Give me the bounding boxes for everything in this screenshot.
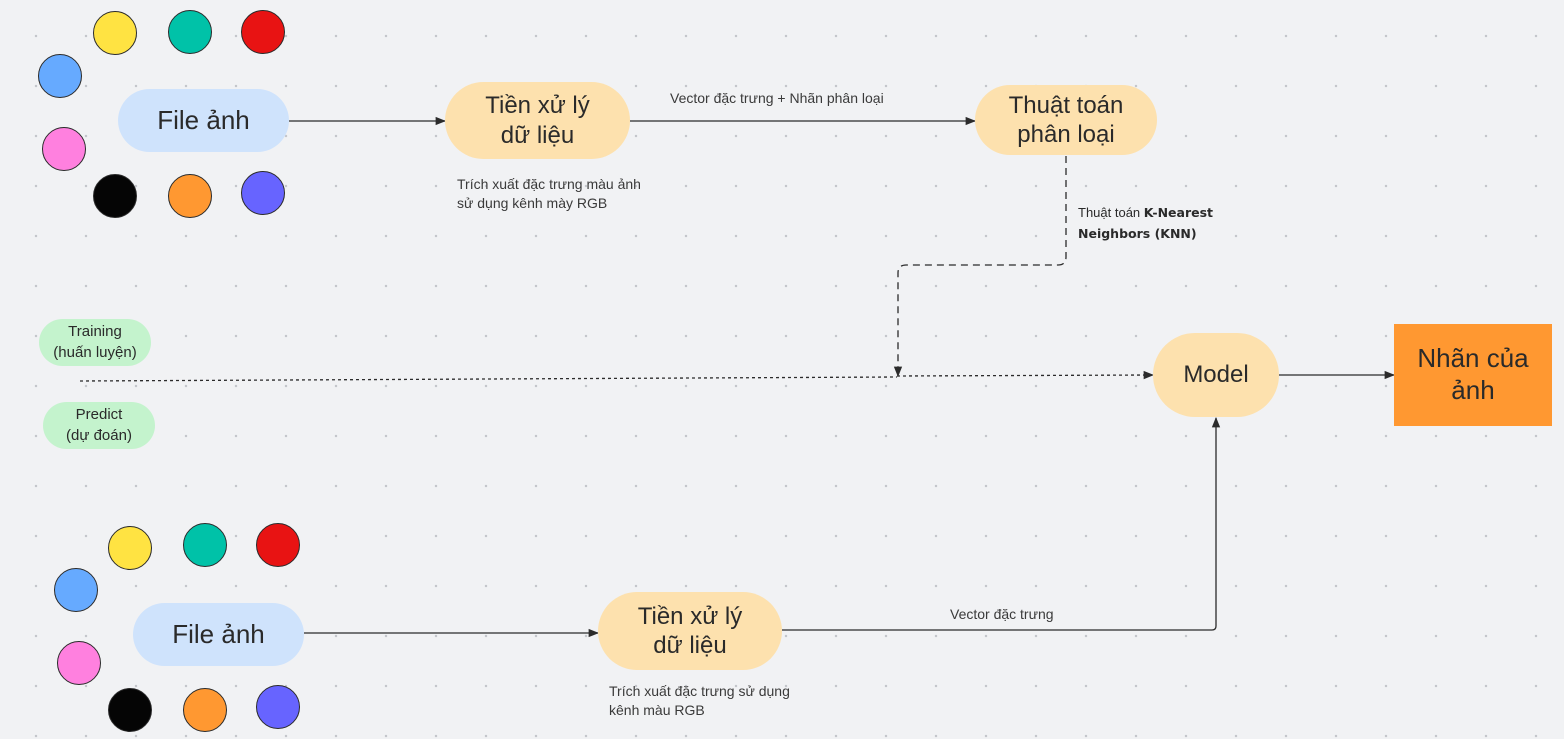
file-image-node-top[interactable]: File ảnh xyxy=(118,89,289,152)
yellow-circle-top xyxy=(93,11,137,55)
blue-circle-top xyxy=(38,54,82,98)
preprocess-node-top[interactable]: Tiền xử lý dữ liệu xyxy=(445,82,630,159)
arrow-preprocess-bottom-to-model xyxy=(782,416,1221,631)
dotted-to-model xyxy=(896,370,1155,380)
red-circle-bottom xyxy=(256,523,300,567)
image-label-output[interactable]: Nhãn của ảnh xyxy=(1394,324,1552,426)
caption-feature-extraction-top: Trích xuất đặc trưng màu ảnh sử dụng kên… xyxy=(457,176,641,211)
caption-feature-extraction-bottom: Trích xuất đặc trưng sử dụng kênh màu RG… xyxy=(609,683,790,718)
knn-bold-line-1: K-Nearest xyxy=(1143,205,1214,220)
dashed-classifier-to-model xyxy=(893,156,1067,378)
classifier-node[interactable]: Thuật toán phân loại xyxy=(975,85,1157,155)
training-label[interactable]: Training (huấn luyện) xyxy=(39,319,151,366)
file-image-node-bottom[interactable]: File ảnh xyxy=(133,603,304,666)
teal-circle-top xyxy=(168,10,212,54)
violet-circle-top xyxy=(241,171,285,215)
pink-circle-top xyxy=(42,127,86,171)
teal-circle-bottom xyxy=(183,523,227,567)
edge-label-vector: Vector đặc trưng xyxy=(950,606,1054,622)
model-node[interactable]: Model xyxy=(1153,333,1279,417)
red-circle-top xyxy=(241,10,285,54)
knn-prefix: Thuật toán xyxy=(1078,205,1144,220)
edge-label-vector-and-label: Vector đặc trưng + Nhãn phân loại xyxy=(670,90,884,106)
edge-label-knn: Thuật toán K-Nearest Neighbors (KNN) xyxy=(1078,203,1213,245)
yellow-circle-bottom xyxy=(108,526,152,570)
pink-circle-bottom xyxy=(57,641,101,685)
orange-circle-bottom xyxy=(183,688,227,732)
violet-circle-bottom xyxy=(256,685,300,729)
blue-circle-bottom xyxy=(54,568,98,612)
dotted-split-line xyxy=(79,376,898,382)
black-circle-bottom xyxy=(108,688,152,732)
knn-bold-line-2: Neighbors (KNN) xyxy=(1078,225,1197,241)
orange-circle-top xyxy=(168,174,212,218)
preprocess-node-bottom[interactable]: Tiền xử lý dữ liệu xyxy=(598,592,782,670)
predict-label[interactable]: Predict (dự đoán) xyxy=(43,402,155,449)
black-circle-top xyxy=(93,174,137,218)
